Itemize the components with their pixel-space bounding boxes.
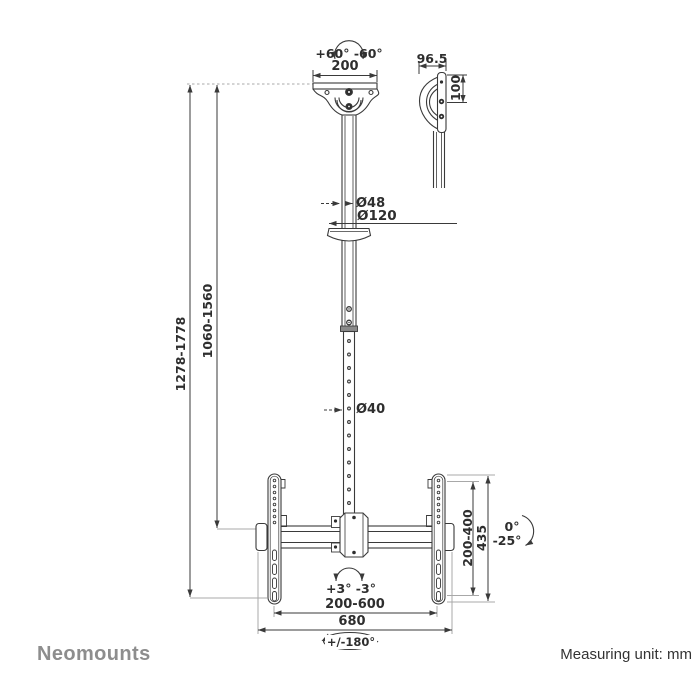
vesa-rail-right — [426, 473, 446, 605]
ceiling-cover-cup — [326, 227, 372, 242]
ceiling-plate-side-view — [418, 71, 447, 188]
label-tilt-zero: 0° — [504, 519, 520, 534]
measuring-unit-note: Measuring unit: mm — [560, 646, 692, 663]
label-crossbar-width: 680 — [338, 614, 366, 629]
label-side-hole-spacing: 100 — [448, 74, 463, 102]
pole-joint — [340, 325, 358, 332]
dim-plate-width — [312, 70, 378, 82]
label-pole-inner-diameter: Ø40 — [356, 402, 386, 417]
label-swivel-range: +/-180° — [316, 634, 386, 649]
brand-logo: Neomounts — [37, 643, 151, 665]
dim-height-pole — [214, 85, 257, 530]
label-level-adjust-range: +3° -3° — [326, 581, 376, 596]
label-swivel-range-text: +/-180° — [324, 634, 378, 649]
level-arc-icon — [333, 567, 365, 582]
vesa-rail-left — [267, 473, 287, 605]
label-tilt-down: -25° — [492, 533, 522, 548]
label-plate-width: 200 — [331, 59, 359, 74]
label-pole-outer-diameter: Ø48 — [356, 195, 386, 211]
label-height-pole-range: 1060-1560 — [200, 283, 215, 359]
upper-pole — [341, 114, 357, 328]
ceiling-plate-front-view — [312, 82, 380, 117]
lower-pole — [342, 330, 356, 515]
label-height-overall-range: 1278-1778 — [173, 316, 188, 392]
extension-lines-right — [447, 474, 495, 603]
label-cover-cup-diameter: Ø120 — [357, 208, 397, 224]
rotation-arc-icon — [330, 40, 368, 60]
label-side-depth: 96.5 — [416, 51, 448, 66]
dim-side-depth — [418, 61, 447, 74]
label-vesa-horizontal-range: 200-600 — [325, 597, 385, 612]
pivot-housing — [331, 512, 369, 558]
tilt-arc-icon — [521, 514, 535, 546]
dim-height-overall — [187, 85, 267, 599]
label-ceiling-rotation-range: +60° -60° — [315, 46, 383, 61]
label-vesa-vertical-range: 200-400 — [460, 509, 475, 567]
dim-side-hole-spacing — [447, 74, 467, 103]
